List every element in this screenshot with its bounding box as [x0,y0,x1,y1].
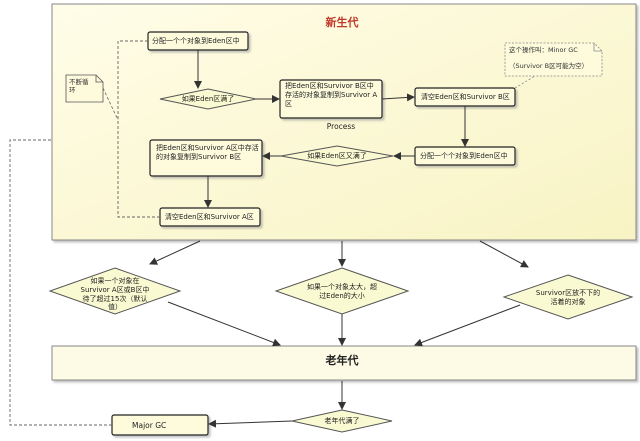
loop-note [65,74,104,103]
clear-b-box-label: 清空Eden区和Survivor B区 [421,93,510,101]
eden-full-again-decision [280,145,394,167]
survivor-full-decision [502,274,634,320]
copy-to-a-box-label: 把Eden区和Survivor B区中存活的对象复制到Survivor A区 [285,82,378,108]
alloc-box-1-label: 分配一个个对象到Eden区中 [152,37,240,45]
minor-gc-note-line2: （Survivor B区可能为空） [509,62,589,70]
copy-to-b-box-label: 把Eden区和Survivor A区中存活的对象复制到Survivor B区 [156,144,259,161]
minor-gc-note [504,42,603,77]
eden-full-again-text: 如果Eden区又满了 [307,152,367,160]
process-label: Process [326,122,356,131]
old-generation-box [51,345,637,381]
promote-15-decision [48,267,182,315]
too-large-text: 如果一个对象太大，超过Eden的大小 [307,283,377,300]
eden-full-text: 如果Eden区满了 [181,95,235,103]
minor-gc-note-line1: 这个操作叫：Minor GC [509,46,578,54]
major-gc-return [9,139,112,426]
loop-note-text: 不断循环 [69,78,89,95]
survivor-full-text: Survivor区放不下的活着的对象 [535,289,601,306]
major-gc-label: Major GC [132,421,167,430]
note-link-1 [102,87,119,121]
eden-full-decision [159,88,257,110]
loop-dashed-path [117,40,160,218]
old-full-text: 老年代满了 [324,417,360,425]
young-generation-title: 新生代 [325,16,359,29]
old-full-decision [291,409,393,433]
alloc-box-2-label: 分配一个个对象到Eden区中 [420,152,508,160]
old-generation-label: 老年代 [325,354,359,367]
clear-a-box-label: 清空Eden区和Survivor A区 [165,213,254,221]
promote-15-text: 如果一个对象在Survivor A区或B区中待了超过15次（默认值） [80,277,150,312]
